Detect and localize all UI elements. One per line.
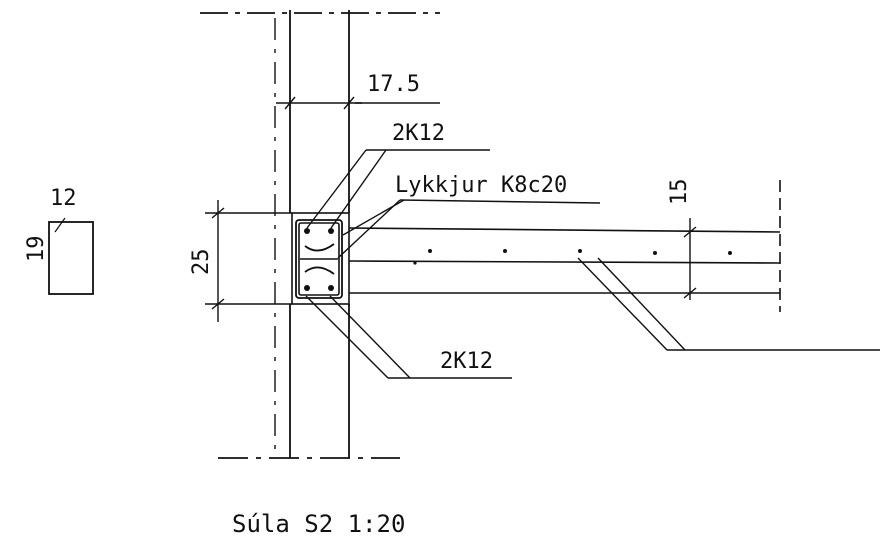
rebar-dot [578,249,582,253]
beam-section [291,212,350,305]
small-section-height-label: 19 [24,236,49,263]
beam-height-dimension: 25 [189,200,292,322]
slab-thickness-label: 15 [667,179,692,206]
top-rebar [328,228,334,234]
beam-slab: 15 [348,179,880,351]
column [200,10,440,459]
bottom-bars-leader [329,295,411,379]
slab-leader [597,257,686,351]
stirrups-callout: Lykkjur K8c20 [337,173,601,259]
bottom-bars-callout: 2K12 [305,295,512,379]
slab-top-line [348,227,781,233]
stirrup-hook [304,243,335,252]
column-dim-tick [284,96,296,110]
bottom-bars-leader [305,295,389,379]
stirrups-leader [342,199,405,236]
top-rebar [304,228,310,234]
column-dim-tick [343,96,355,110]
slab-dim-tick [683,287,697,299]
rebar-dot [428,249,432,253]
slab-leader [577,257,668,351]
slab-mid-line [348,260,781,264]
rebar-dot [413,261,417,265]
rebar-dot [728,251,732,255]
top-bars-leader [330,149,387,229]
bottom-bars-label: 2K12 [440,349,493,374]
beam-dim-tick [211,207,225,219]
bottom-rebar [304,285,310,291]
stirrup-hook [304,266,335,275]
small-section-outline [48,221,94,295]
stirrups-leader [337,199,401,259]
column-width-label: 17.5 [367,72,420,97]
small-section-width-label: 12 [50,186,77,211]
top-bars-label: 2K12 [392,121,445,146]
stirrup-inner [298,222,340,296]
beam-height-label: 25 [189,249,214,276]
stirrups-label: Lykkjur K8c20 [395,173,567,198]
column-width-dimension: 17.5 [276,72,440,110]
small-section: 12 19 [24,186,94,295]
beam-outline [291,212,350,305]
rebar-dot [503,249,507,253]
beam-dim-tick [211,298,225,310]
drawing-title: Súla S2 1:20 [232,510,405,538]
top-bars-leader [306,149,367,229]
stirrup [295,219,343,299]
small-section-tick [54,217,66,233]
rebar-dot [653,251,657,255]
top-bars-callout: 2K12 [306,121,490,229]
bottom-rebar [328,285,334,291]
slab-dim-tick [683,226,697,238]
slab-rebar-dots [413,249,732,265]
stirrups-shelf [399,199,601,204]
